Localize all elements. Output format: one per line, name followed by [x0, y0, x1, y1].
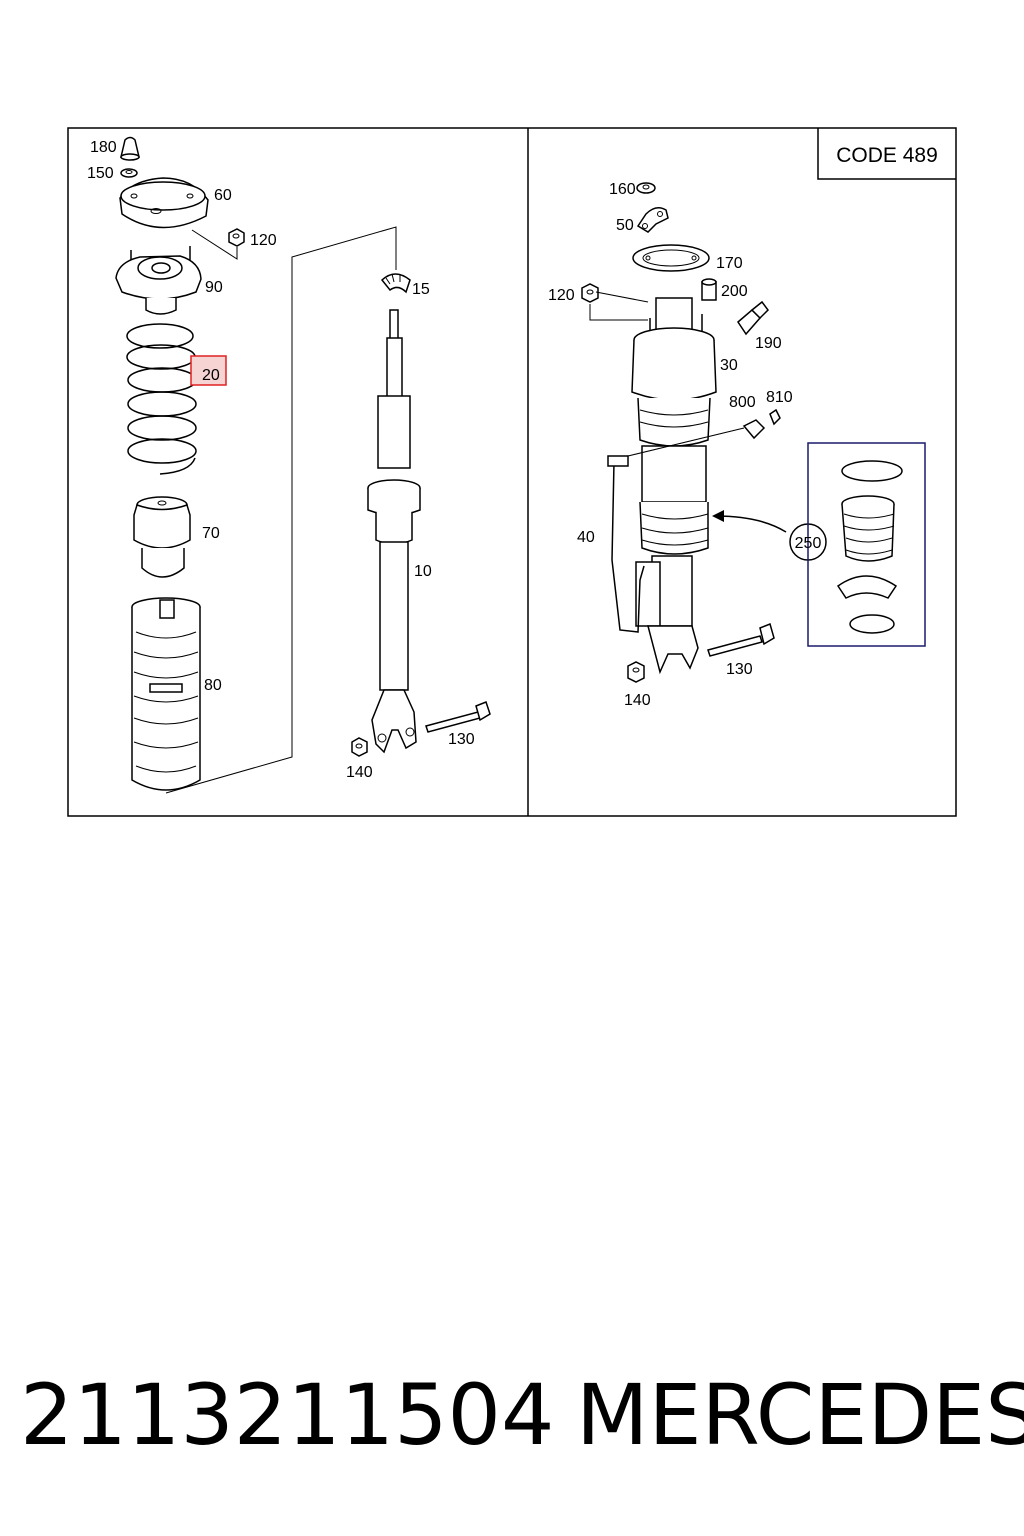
- label-140-right: 140: [624, 692, 651, 709]
- label-130-right: 130: [726, 661, 753, 678]
- arrowhead: [712, 510, 724, 522]
- coil-spring-20: [126, 323, 197, 475]
- pin-810: [769, 408, 781, 426]
- valve-190: [737, 300, 769, 336]
- label-15: 15: [412, 281, 430, 298]
- sensor-line-40: [607, 455, 645, 633]
- label-160: 160: [609, 181, 636, 198]
- label-60: 60: [214, 187, 232, 204]
- label-130-left: 130: [448, 731, 475, 748]
- label-30: 30: [720, 357, 738, 374]
- shock-absorber-10: [367, 309, 421, 754]
- air-strut-30: [631, 297, 717, 675]
- bolt-130-left: [425, 701, 491, 733]
- label-70: 70: [202, 525, 220, 542]
- washer-160: [636, 182, 656, 194]
- bolt-130-right: [707, 622, 775, 657]
- label-120-left: 120: [250, 232, 277, 249]
- highlight-box-20: [190, 355, 227, 386]
- diagram-frame: [67, 127, 957, 817]
- label-10: 10: [414, 563, 432, 580]
- code-box: [817, 128, 956, 180]
- brand-name: MERCEDES: [576, 1366, 1024, 1464]
- nut-140-right: [627, 661, 645, 683]
- bracket-50: [636, 207, 669, 233]
- dust-boot-80: [131, 597, 201, 791]
- nut-120-right: [581, 283, 649, 321]
- label-90: 90: [205, 279, 223, 296]
- sub-assembly-box: [807, 442, 926, 647]
- arrow-to-250: [715, 515, 787, 533]
- fitting-200: [701, 278, 717, 301]
- label-810: 810: [766, 389, 793, 406]
- shock-link-line: [165, 226, 397, 794]
- label-20: 20: [202, 367, 220, 384]
- label-200: 200: [721, 283, 748, 300]
- label-150: 150: [87, 165, 114, 182]
- label-250: 250: [795, 535, 822, 552]
- connector-800: [627, 419, 766, 457]
- label-180: 180: [90, 139, 117, 156]
- parts-diagram: CODE 489: [67, 127, 957, 817]
- label-50: 50: [616, 217, 634, 234]
- label-800: 800: [729, 394, 756, 411]
- top-mount-60: [119, 177, 209, 229]
- washer-150: [120, 168, 138, 178]
- nut-120-left: [191, 228, 245, 260]
- label-120-right: 120: [548, 287, 575, 304]
- footer-caption: 2113211504 MERCEDES: [0, 1360, 1024, 1470]
- nut-140-left: [351, 737, 368, 757]
- gasket-170: [632, 244, 710, 272]
- strut-mount-90: [115, 246, 202, 315]
- label-40: 40: [577, 529, 595, 546]
- bump-cap-180: [120, 136, 140, 161]
- label-170: 170: [716, 255, 743, 272]
- part-number: 2113211504: [20, 1366, 555, 1464]
- label-80: 80: [204, 677, 222, 694]
- clip-15: [380, 273, 411, 294]
- label-190: 190: [755, 335, 782, 352]
- bump-stop-70: [133, 496, 191, 578]
- sub-assembly-250: [836, 460, 903, 634]
- code-label: CODE 489: [836, 144, 938, 167]
- label-140-left: 140: [346, 764, 373, 781]
